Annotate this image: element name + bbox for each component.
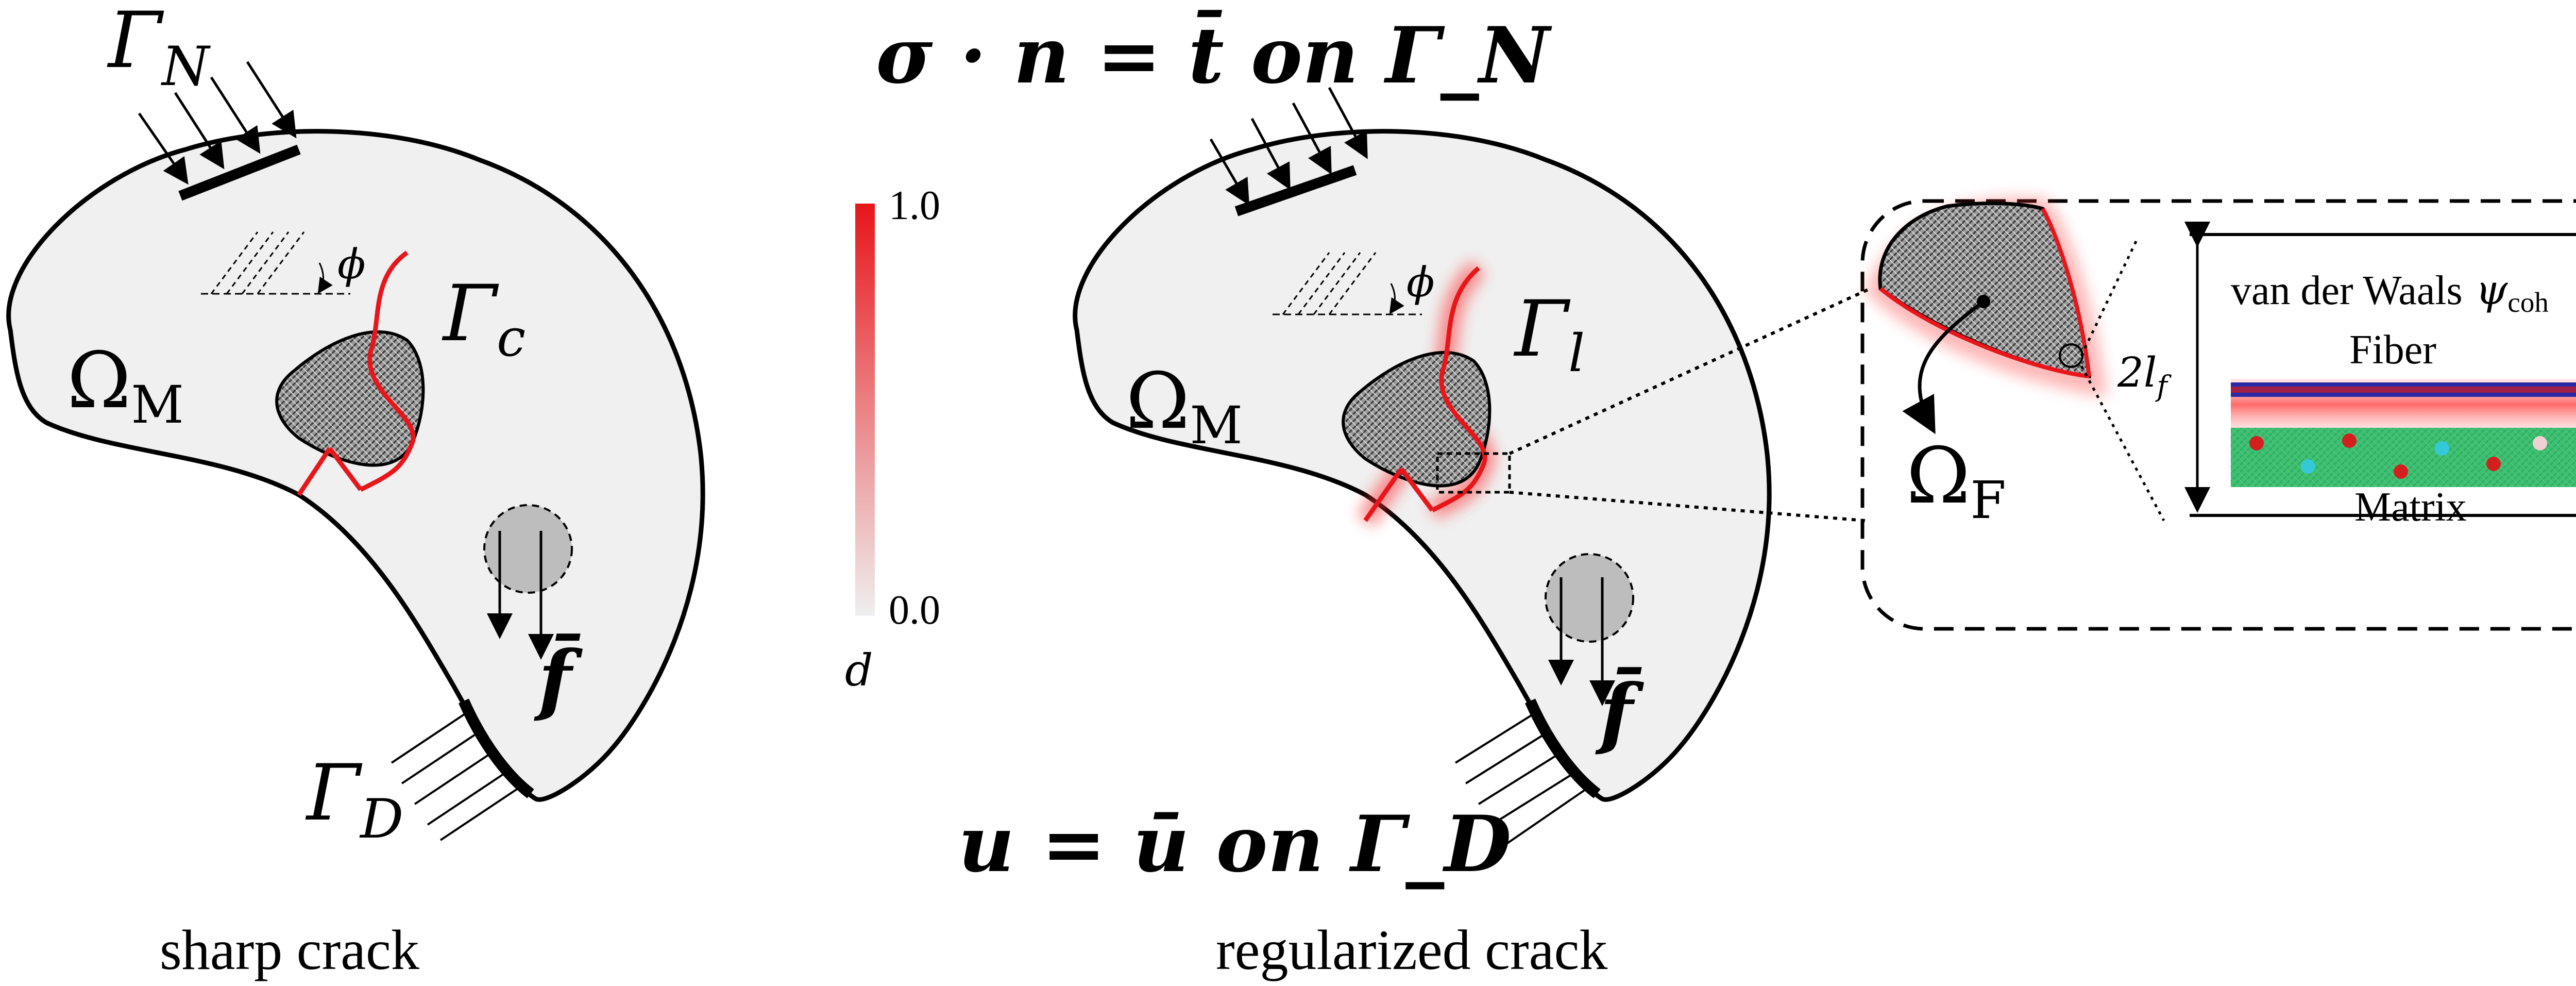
left-crack-branch bbox=[297, 447, 332, 496]
left-dirichlet-boundary bbox=[458, 698, 534, 798]
left-omega-label: ΩM bbox=[67, 336, 184, 435]
right-panel: ΩM Γl ϕ f̄ u = ū on Γ_D regularized crac… bbox=[958, 87, 1871, 981]
right-body-force-arrows bbox=[1548, 577, 1615, 706]
right-crack bbox=[1431, 266, 1487, 513]
right-body-force-region bbox=[1545, 553, 1634, 643]
left-gamma-n-label: ΓN bbox=[107, 0, 211, 98]
left-body-force-region bbox=[483, 504, 573, 594]
left-body bbox=[6, 129, 705, 802]
inset-fiber-label: Fiber bbox=[2349, 327, 2436, 373]
colorbar-gradient bbox=[855, 204, 875, 616]
left-caption: sharp crack bbox=[160, 918, 419, 981]
left-neumann-boundary bbox=[178, 144, 301, 201]
inset-frame bbox=[1860, 199, 2576, 631]
inset-matrix-label: Matrix bbox=[2354, 484, 2467, 530]
neumann-equation: σ · n = t̄ on Γ_N bbox=[876, 10, 1552, 101]
right-traction-arrows bbox=[1209, 87, 1368, 206]
right-angle-marker bbox=[1273, 252, 1422, 315]
right-gamma-l-label: Γl bbox=[1513, 285, 1585, 383]
left-phi-label: ϕ bbox=[337, 240, 366, 288]
right-neumann-boundary bbox=[1234, 165, 1357, 216]
right-crack-branch bbox=[1363, 467, 1434, 522]
right-support-hatch bbox=[1454, 710, 1588, 846]
left-support-hatch bbox=[391, 710, 519, 841]
inset-width-label: 2lf bbox=[2117, 348, 2172, 403]
left-body-force-arrows bbox=[487, 531, 554, 660]
left-traction-arrows bbox=[138, 61, 297, 185]
inset-omega-label: ΩF bbox=[1906, 431, 2006, 530]
colorbar: 1.0 0.0 d bbox=[845, 183, 940, 696]
left-panel: ΓN ΩM Γc ϕ f̄ ΓD sharp crack bbox=[6, 0, 705, 981]
left-angle-marker bbox=[201, 231, 350, 295]
left-crack bbox=[359, 250, 416, 492]
right-inclusion bbox=[1342, 350, 1492, 488]
colorbar-max-label: 1.0 bbox=[889, 183, 940, 228]
right-dirichlet-boundary bbox=[1524, 698, 1601, 798]
left-gamma-c-label: Γc bbox=[442, 269, 526, 368]
inset-omega-arrow bbox=[1902, 300, 1985, 434]
colorbar-min-label: 0.0 bbox=[889, 588, 940, 633]
inset-matrix-atoms bbox=[2231, 428, 2576, 487]
colorbar-variable-label: d bbox=[845, 645, 873, 696]
right-omega-label: ΩM bbox=[1126, 357, 1243, 456]
left-gamma-d-label: ΓD bbox=[305, 748, 403, 850]
dirichlet-equation: u = ū on Γ_D bbox=[958, 799, 1511, 890]
right-caption: regularized crack bbox=[1216, 918, 1607, 981]
right-phi-label: ϕ bbox=[1406, 258, 1435, 306]
inset-fiber-atoms bbox=[2231, 382, 2576, 397]
